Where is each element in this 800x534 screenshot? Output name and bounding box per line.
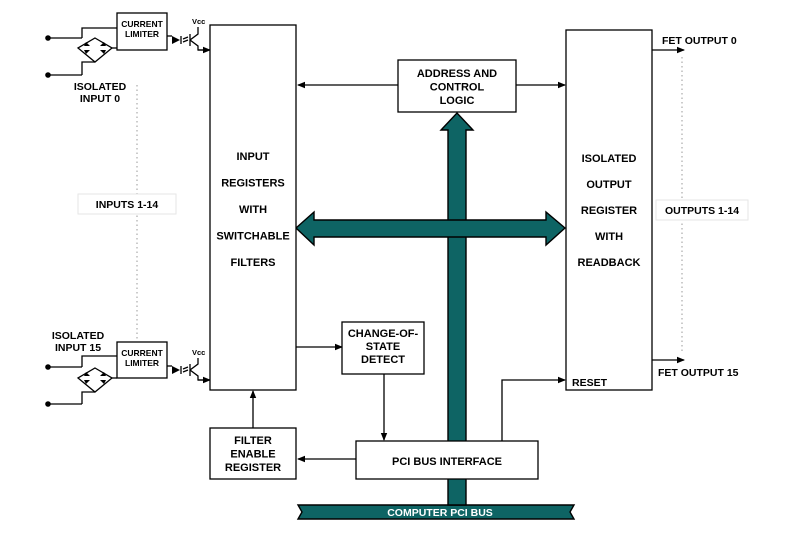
optocoupler-icon [172, 358, 205, 381]
text-line: LOGIC [440, 95, 475, 107]
change-of-state-box [341, 321, 425, 375]
diode-bridge-icon [76, 367, 114, 393]
current-limiter-box [116, 12, 168, 51]
text-line: CHANGE-OF- [348, 328, 419, 340]
text-line: STATE [366, 341, 400, 353]
inputs-1-14-label-bg [77, 193, 177, 215]
text-line: WITH [595, 231, 623, 243]
computer-pci-bus-bar [296, 504, 576, 520]
input-registers-label: INPUT REGISTERS WITH SWITCHABLE FILTERS [216, 151, 289, 269]
input-0-terminal-a [45, 35, 51, 41]
text-line: REGISTER [581, 205, 637, 217]
computer-pci-bus-label: COMPUTER PCI BUS [387, 507, 493, 519]
reset-label: RESET [572, 377, 608, 389]
text-line: SWITCHABLE [216, 231, 289, 243]
pci-bus-interface-box [355, 440, 539, 480]
text-line: CURRENT [121, 348, 163, 358]
text-line: OUTPUT [586, 179, 632, 191]
text-line: CONTROL [430, 82, 485, 94]
horizontal-bus-arrow [294, 210, 567, 247]
text-line: ISOLATED [52, 330, 105, 342]
text-line: ADDRESS AND [417, 68, 497, 80]
vcc-label: Vcc [192, 348, 205, 357]
text-line: INPUT 15 [55, 342, 101, 354]
input-15-terminal-a [45, 364, 51, 370]
text-line: ISOLATED [74, 81, 127, 93]
isolated-output-label: ISOLATED OUTPUT REGISTER WITH READBACK [578, 153, 641, 269]
address-control-box [397, 59, 517, 113]
text-line: DETECT [361, 354, 405, 366]
text-line: LIMITER [125, 29, 159, 39]
input-15-terminal-b [45, 401, 51, 407]
text-line: INPUT 0 [80, 93, 120, 105]
outputs-1-14-label-bg [655, 199, 749, 221]
optocoupler-icon [172, 27, 205, 51]
input-registers-box [209, 24, 297, 391]
inputs-1-14-label: INPUTS 1-14 [96, 199, 159, 211]
outputs-1-14-label: OUTPUTS 1-14 [665, 205, 739, 217]
text-line: REGISTER [225, 462, 281, 474]
text-line: REGISTERS [221, 178, 285, 190]
text-line: INPUT [237, 151, 270, 163]
text-line: READBACK [578, 257, 641, 269]
text-line: FILTERS [230, 257, 275, 269]
filter-enable-register-box [209, 427, 297, 480]
text-line: ISOLATED [582, 153, 637, 165]
fet-output-15-label: FET OUTPUT 15 [658, 367, 739, 379]
fet-output-0-label: FET OUTPUT 0 [662, 35, 737, 47]
vcc-label: Vcc [192, 17, 205, 26]
pci-bus-interface-label: PCI BUS INTERFACE [392, 456, 502, 468]
text-line: FILTER [234, 435, 272, 447]
text-line: CURRENT [121, 19, 163, 29]
text-line: LIMITER [125, 358, 159, 368]
text-line: ENABLE [230, 449, 275, 461]
input-0-terminal-b [45, 72, 51, 78]
text-line: WITH [239, 204, 267, 216]
diode-bridge-icon [76, 37, 114, 63]
isolated-output-register-box [565, 29, 653, 391]
current-limiter-box [116, 341, 168, 379]
